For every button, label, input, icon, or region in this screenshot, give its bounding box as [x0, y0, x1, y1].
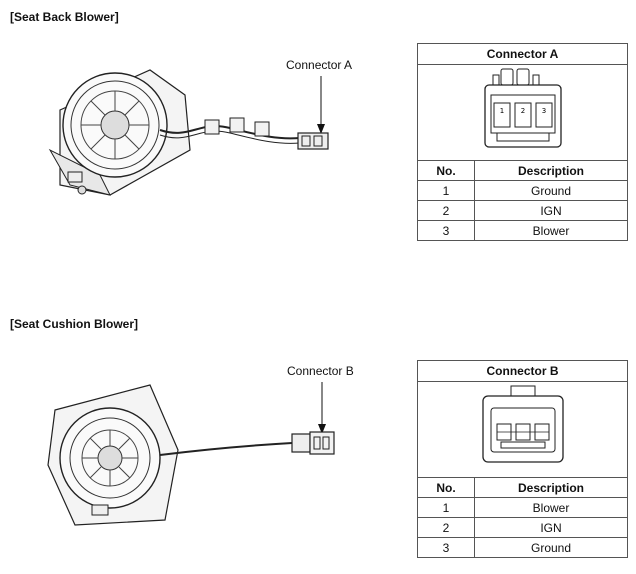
connector-b-table: Connector B No. Description 1 Blower [417, 360, 628, 558]
pin-description: Blower [474, 497, 628, 518]
pin-number: 1 [417, 497, 475, 518]
connector-b-col-no: No. [417, 477, 475, 498]
connector-b-col-desc: Description [474, 477, 628, 498]
pin-number: 3 [417, 220, 475, 241]
connector-a-pin-1: 1 [499, 107, 503, 115]
pin-number: 2 [417, 517, 475, 538]
seat-cushion-blower-title: [Seat Cushion Blower] [10, 317, 139, 331]
connector-a-callout: Connector A [286, 58, 353, 72]
table-row: 2 IGN [417, 200, 628, 221]
pin-description: Ground [474, 180, 628, 201]
table-row: 1 Ground [417, 180, 628, 201]
pin-description: Blower [474, 220, 628, 241]
table-row: 3 Blower [417, 220, 628, 241]
seat-cushion-blower-illustration [47, 382, 335, 526]
connector-b-face-icon [481, 385, 564, 463]
connector-a-pin-2: 2 [520, 107, 524, 115]
table-row: 3 Ground [417, 537, 628, 558]
pin-number: 1 [417, 180, 475, 201]
pin-description: IGN [474, 517, 628, 538]
connector-a-col-no: No. [417, 160, 475, 181]
pin-number: 3 [417, 537, 475, 558]
pin-description: Ground [474, 537, 628, 558]
table-row: 2 IGN [417, 517, 628, 538]
connector-a-col-desc: Description [474, 160, 628, 181]
seat-back-blower-illustration [48, 69, 329, 196]
connector-b-face-view [417, 381, 628, 478]
connector-a-pin-3: 3 [541, 107, 545, 115]
seat-back-blower-title: [Seat Back Blower] [10, 10, 119, 24]
connector-a-face-icon: 1 2 3 [483, 68, 562, 148]
connector-a-header: Connector A [417, 43, 628, 65]
table-row: 1 Blower [417, 497, 628, 518]
connector-b-callout: Connector B [287, 364, 354, 378]
pin-description: IGN [474, 200, 628, 221]
connector-a-face-view: 1 2 3 [417, 64, 628, 161]
connector-b-header: Connector B [417, 360, 628, 382]
pin-number: 2 [417, 200, 475, 221]
connector-a-table: Connector A 1 2 3 N [417, 43, 628, 241]
